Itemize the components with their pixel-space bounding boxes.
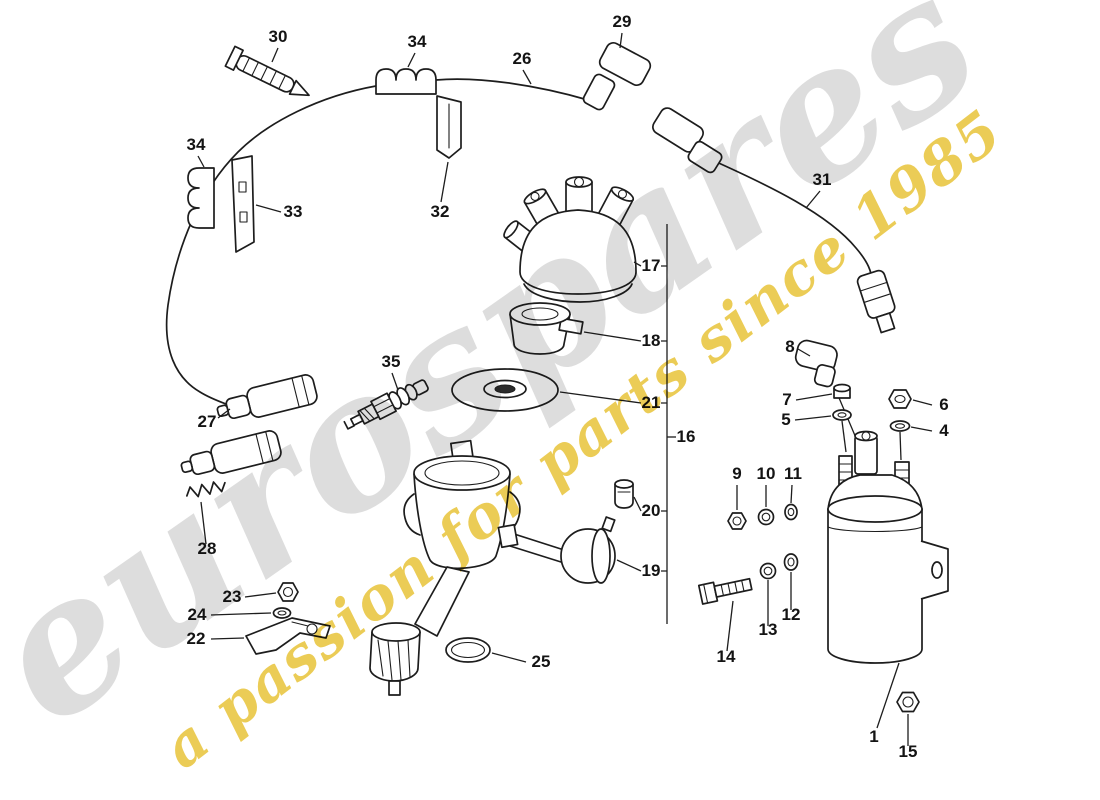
part-callout-16: 16: [677, 427, 696, 446]
hex-nut-9: [727, 512, 747, 530]
connector-sleeve-lower: [180, 430, 282, 476]
part-callout-32: 32: [431, 202, 450, 221]
part-callout-30: 30: [269, 27, 288, 46]
lock-washer-10: [757, 508, 775, 526]
part-callout-17: 17: [642, 256, 661, 275]
part-callout-9: 9: [732, 464, 741, 483]
part-callout-35: 35: [382, 352, 401, 371]
part-callout-6: 6: [939, 395, 948, 414]
cable-clip-left: [187, 167, 215, 229]
coil-ht-tower: [854, 435, 878, 475]
grommet-7: [833, 383, 851, 399]
connector-boot-8: [794, 339, 857, 439]
cable-clip-top: [375, 68, 437, 95]
coil-body: [827, 508, 923, 664]
spark-plug-wire-harness: [165, 78, 589, 405]
part-callout-27: 27: [198, 412, 217, 431]
part-callout-26: 26: [513, 49, 532, 68]
part-callout-22: 22: [187, 629, 206, 648]
part-callout-10: 10: [757, 464, 776, 483]
hex-nut-6: [888, 389, 912, 409]
part-callout-15: 15: [899, 742, 918, 761]
washer-11: [784, 503, 798, 521]
part-callout-8: 8: [785, 337, 794, 356]
cable-strap: [224, 45, 310, 97]
part-callout-31: 31: [813, 170, 832, 189]
dust-cover: [451, 368, 559, 412]
washer-12: [783, 553, 799, 571]
rotor-arm: [509, 302, 584, 355]
mounting-bracket-33: [231, 155, 255, 253]
vacuum-unit: [497, 516, 616, 584]
lock-washer-13: [759, 562, 777, 580]
part-callout-23: 23: [223, 587, 242, 606]
leader-lines: [197, 32, 933, 746]
part-callout-29: 29: [613, 12, 632, 31]
mounting-bracket-32: [436, 95, 462, 159]
part-callout-20: 20: [642, 501, 661, 520]
fork-clamp-22: [245, 617, 331, 655]
protection-cap: [614, 479, 634, 509]
washer-4: [889, 420, 911, 461]
part-callout-28: 28: [198, 539, 217, 558]
part-callout-4: 4: [939, 421, 949, 440]
washer-5: [832, 409, 852, 453]
part-callout-25: 25: [532, 652, 551, 671]
connector-sleeve-upper: [216, 374, 318, 420]
o-ring: [445, 637, 491, 663]
distributor: [369, 439, 521, 696]
spark-plug: [343, 379, 429, 430]
part-callout-11: 11: [784, 464, 802, 483]
hex-nut-23: [277, 582, 299, 602]
part-callout-1: 1: [869, 727, 878, 746]
part-callout-19: 19: [642, 561, 661, 580]
part-callout-7: 7: [782, 390, 791, 409]
part-callout-21: 21: [642, 393, 661, 412]
part-callout-12: 12: [782, 605, 801, 624]
part-callout-14: 14: [717, 647, 736, 666]
part-callout-18: 18: [642, 331, 661, 350]
ignition-coil: [827, 430, 949, 664]
part-callout-34: 34: [187, 135, 206, 154]
washer-24: [272, 607, 292, 619]
spring: [185, 481, 226, 498]
bolt-14: [697, 577, 753, 605]
plug-connector-29: [582, 41, 652, 111]
part-callout-33: 33: [284, 202, 303, 221]
hex-nut-15: [896, 691, 920, 713]
ignition-cable-31: [652, 107, 896, 334]
part-callout-13: 13: [759, 620, 778, 639]
part-callout-34: 34: [408, 32, 427, 51]
distributor-cap: [503, 176, 637, 303]
part-callout-24: 24: [188, 605, 207, 624]
part-callout-5: 5: [781, 410, 790, 429]
